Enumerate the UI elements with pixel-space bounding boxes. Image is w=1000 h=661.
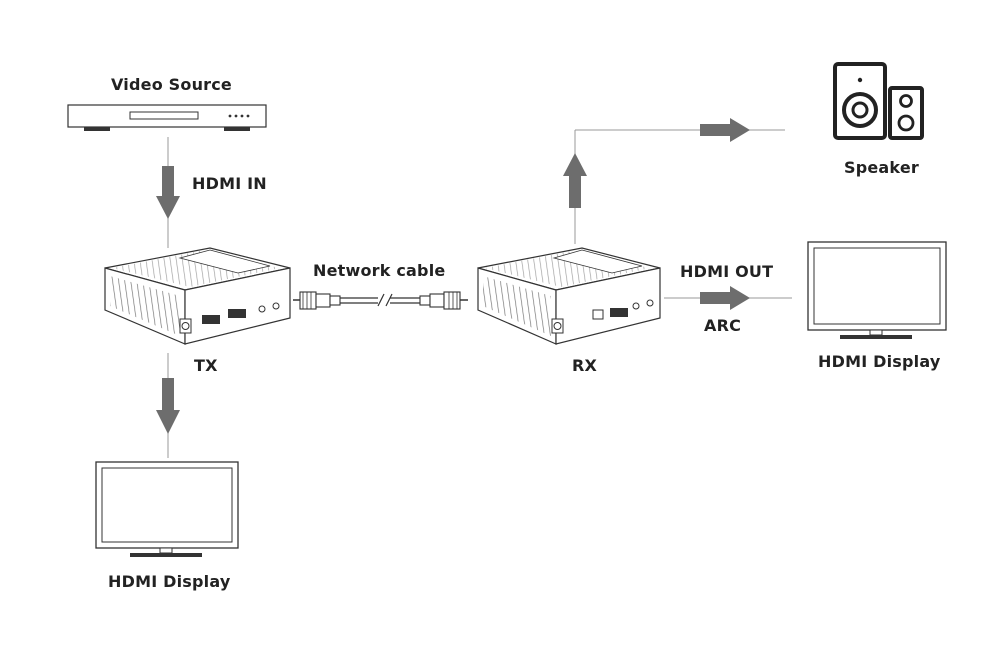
hdmi-in-arrow — [156, 137, 180, 248]
hdmi-out-label: HDMI OUT — [680, 262, 774, 281]
arc-label: ARC — [704, 316, 742, 335]
hdmi-in-label: HDMI IN — [192, 174, 267, 193]
tx-label: TX — [194, 356, 218, 375]
tx-out-arrow — [156, 353, 180, 458]
hdmi-display-right — [807, 241, 947, 339]
tx-device — [104, 247, 291, 345]
hdmi-display-bottom — [95, 461, 239, 557]
hdmi-out-arrow — [664, 286, 792, 310]
video-source-label: Video Source — [111, 75, 232, 94]
speaker-label: Speaker — [844, 158, 919, 177]
video-source-device — [67, 104, 267, 131]
speaker-icon — [833, 62, 924, 140]
hdmi-display-right-label: HDMI Display — [818, 352, 941, 371]
rx-speaker-path — [563, 118, 785, 244]
hdmi-display-bottom-label: HDMI Display — [108, 572, 231, 591]
rx-label: RX — [572, 356, 598, 375]
network-cable — [293, 291, 468, 310]
network-cable-label: Network cable — [313, 261, 446, 280]
rx-device — [477, 247, 661, 345]
